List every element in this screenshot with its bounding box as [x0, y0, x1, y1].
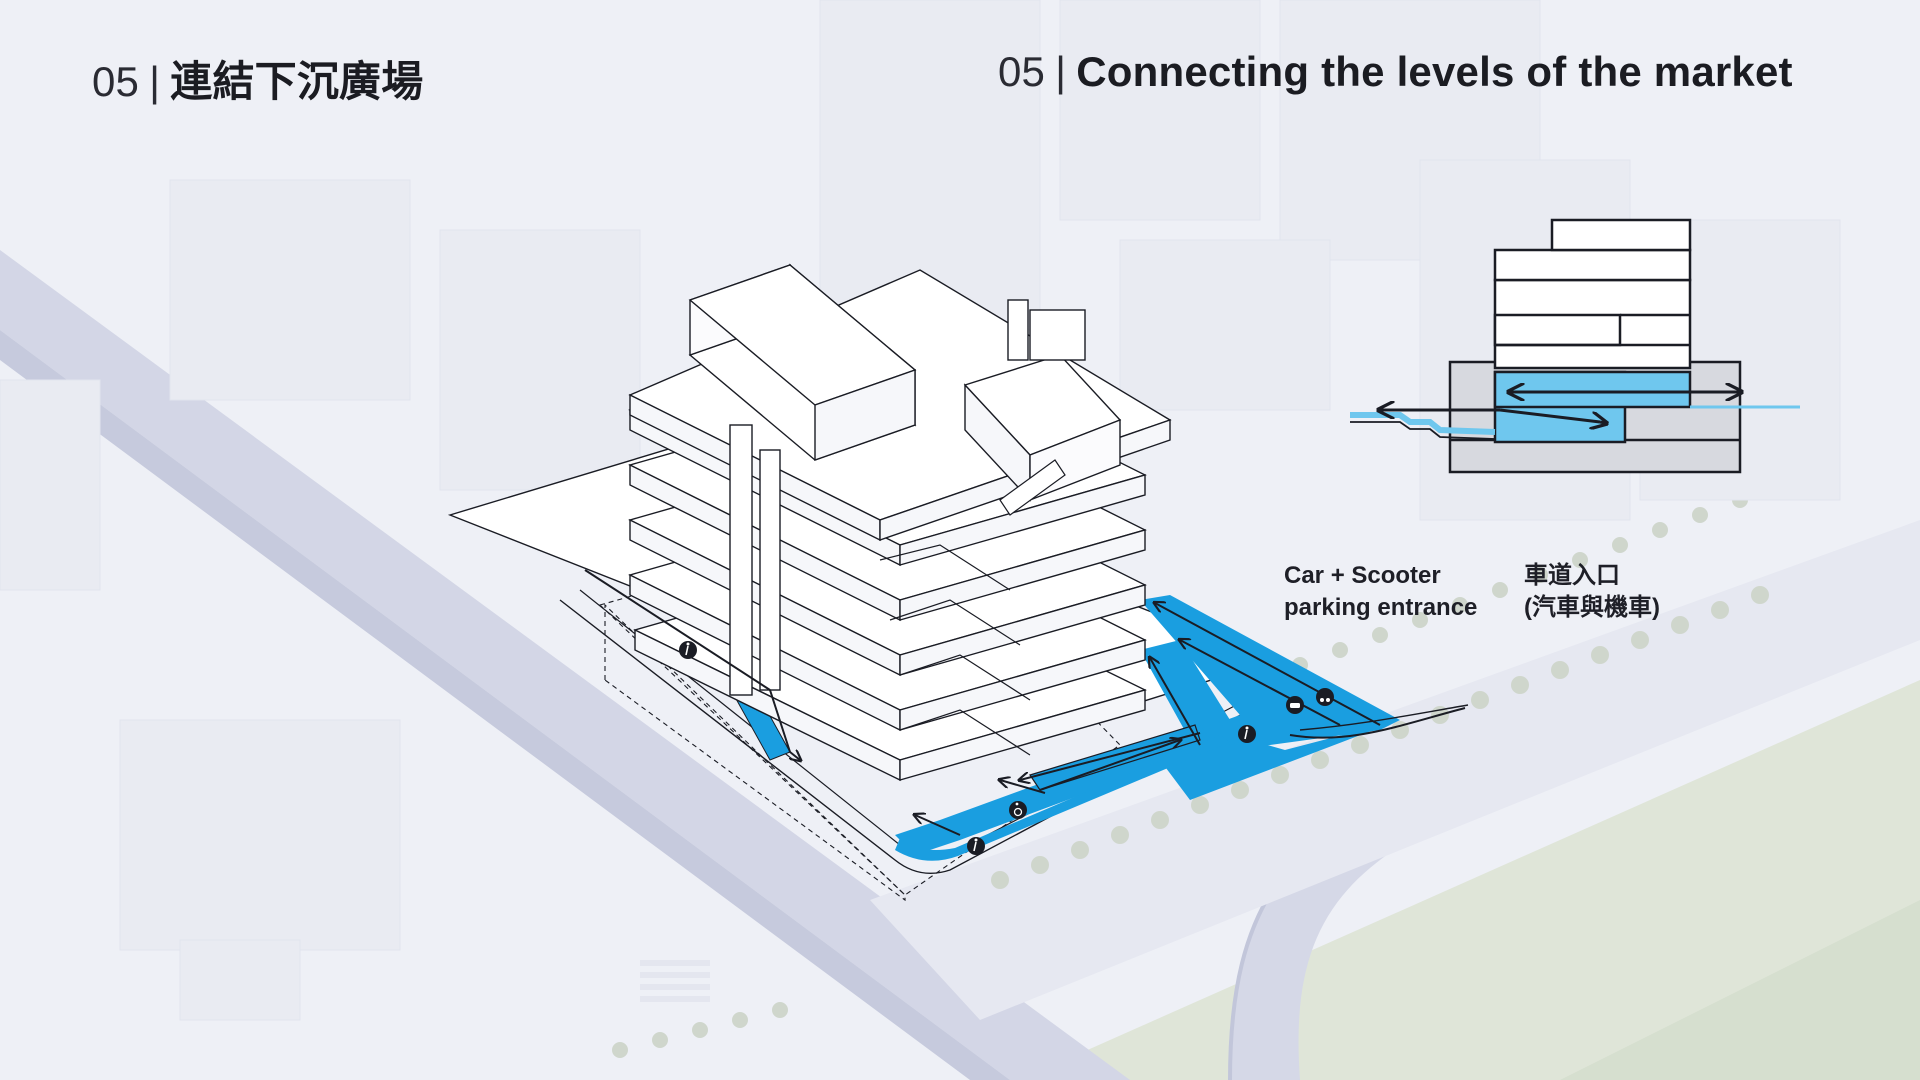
car-icon: [1286, 696, 1304, 714]
wheelchair-icon: [1009, 801, 1027, 819]
pedestrian-icon: [967, 837, 985, 855]
vehicle-ramp: [1140, 595, 1400, 760]
page-title-en: 05|Connecting the levels of the market: [998, 48, 1793, 96]
section-number: 05: [92, 58, 140, 105]
page-title-zh: 05|連結下沉廣場: [92, 48, 423, 109]
crosswalk: [640, 960, 710, 1002]
section-arrows: [1380, 392, 1740, 423]
title-separator: |: [149, 58, 161, 105]
title-separator: |: [1055, 48, 1067, 95]
pedestrian-icon: [1238, 725, 1256, 743]
circulation-arrows: [584, 569, 1469, 836]
entrance-label-line2: parking entrance: [1284, 594, 1478, 621]
title-text: 連結下沉廣場: [170, 58, 424, 105]
pedestrian-icon: [679, 641, 697, 659]
circulation-paths: [729, 595, 1400, 861]
entrance-label-line1: 車道入口: [1524, 562, 1620, 589]
building-slabs: [628, 263, 1172, 782]
title-text: Connecting the levels of the market: [1076, 48, 1793, 95]
elevated-road: [0, 250, 1130, 1080]
street: [870, 520, 1920, 1020]
entrance-label-line1: Car + Scooter: [1284, 562, 1441, 589]
entrance-label-en: Car + Scooter parking entrance: [1284, 560, 1477, 624]
entrance-label-zh: 車道入口 (汽車與機車): [1524, 560, 1660, 624]
section-number: 05: [998, 48, 1046, 95]
scooter-icon: [1316, 688, 1334, 706]
entrance-label-line2: (汽車與機車): [1524, 594, 1660, 621]
street-trees: [612, 492, 1769, 1058]
